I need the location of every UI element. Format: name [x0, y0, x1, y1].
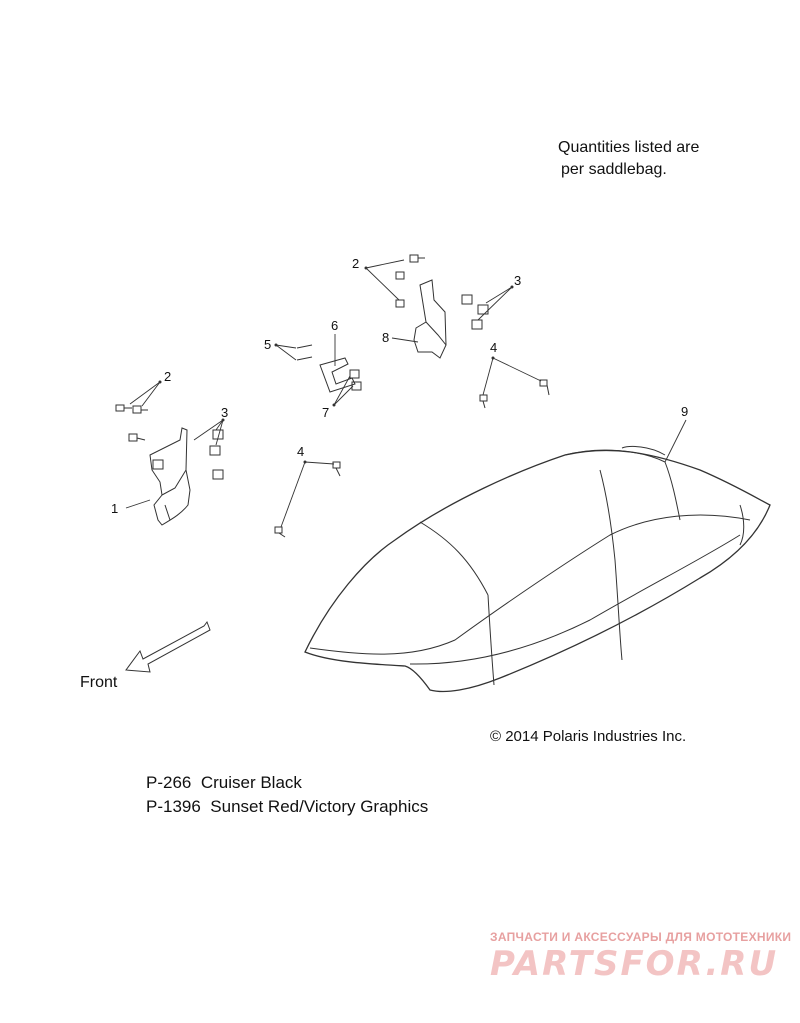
callout-3-left: 3 — [221, 405, 228, 420]
callout-2-left: 2 — [164, 369, 171, 384]
quantity-note-line-1: Quantities listed are — [558, 139, 700, 156]
bracket-1 — [149, 427, 191, 526]
callout-9: 9 — [681, 404, 688, 419]
leader-dots — [158, 266, 514, 464]
leader-lines — [125, 259, 687, 528]
variant-row-2: P-1396 Sunset Red/Victory Graphics — [146, 797, 428, 817]
callout-1: 1 — [111, 501, 118, 516]
front-arrow-icon — [125, 620, 211, 673]
callout-8: 8 — [382, 330, 389, 345]
variant-row-1: P-266 Cruiser Black — [146, 773, 302, 793]
front-label: Front — [80, 674, 118, 691]
saddlebag-shell — [304, 446, 771, 693]
clip-6 — [319, 357, 356, 393]
callout-4-right: 4 — [490, 340, 497, 355]
callout-4-left: 4 — [297, 444, 304, 459]
variant-name: Sunset Red/Victory Graphics — [210, 797, 429, 816]
watermark-tagline: ЗАПЧАСТИ И АКСЕССУАРЫ ДЛЯ МОТОТЕХНИКИ — [490, 930, 792, 944]
bracket-8 — [413, 279, 447, 359]
callout-6: 6 — [331, 318, 338, 333]
variant-code: P-266 — [146, 773, 192, 792]
callout-2-upper: 2 — [352, 256, 359, 271]
copyright-text: © 2014 Polaris Industries Inc. — [490, 728, 687, 745]
fasteners — [115, 254, 550, 538]
callout-7: 7 — [322, 405, 329, 420]
callout-numbers: 1 2 2 3 3 4 4 5 6 7 8 9 — [111, 256, 688, 516]
watermark-brand-logo: PARTSFOR.RU — [490, 944, 779, 984]
quantity-note-line-2: per saddlebag. — [561, 161, 667, 178]
callout-3-upper: 3 — [514, 273, 521, 288]
variant-name: Cruiser Black — [200, 773, 302, 792]
variant-code: P-1396 — [146, 797, 201, 816]
callout-5: 5 — [264, 337, 271, 352]
